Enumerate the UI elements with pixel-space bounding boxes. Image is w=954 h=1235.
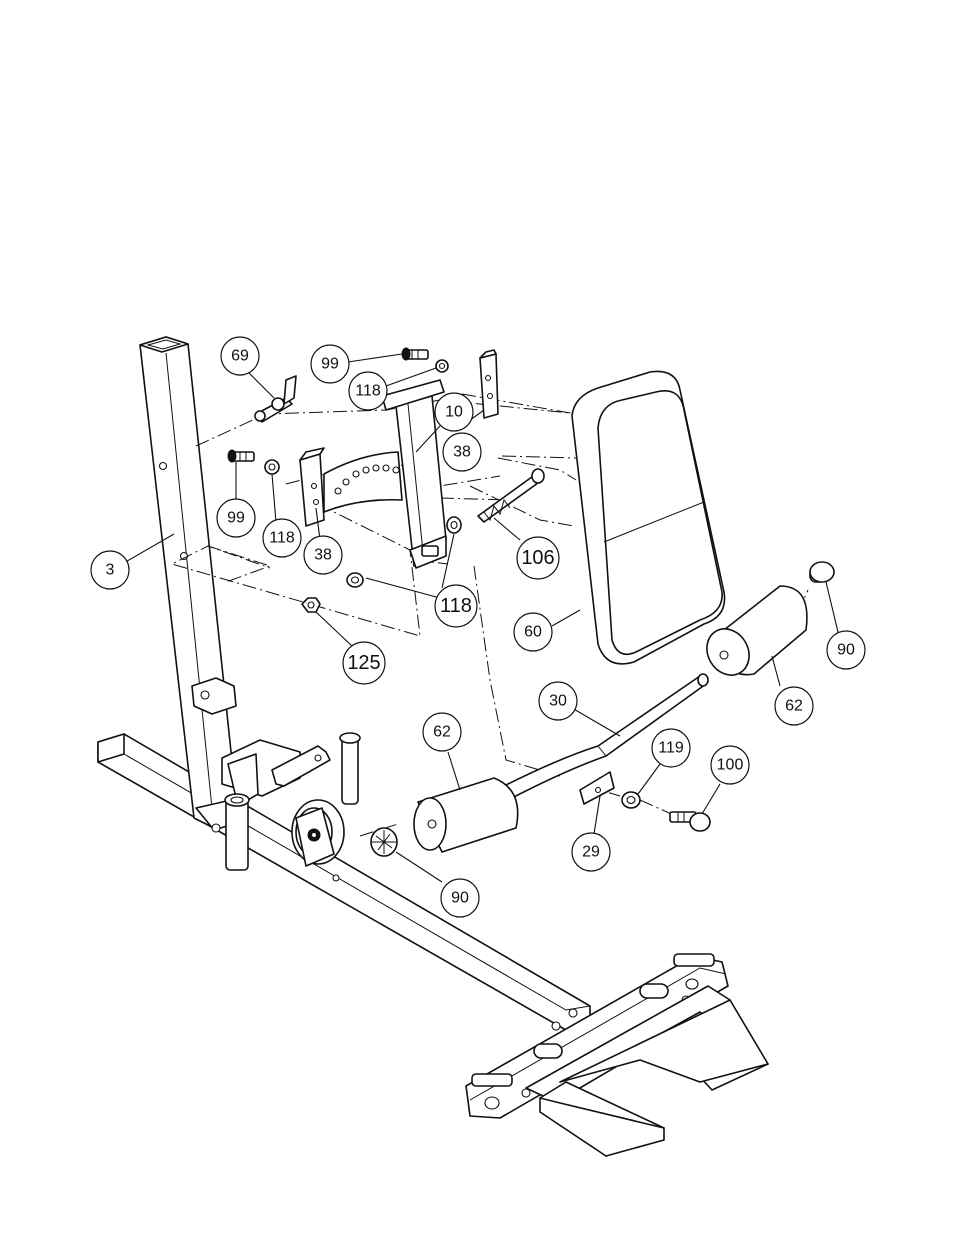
- callout-62-left: 62: [422, 712, 462, 752]
- leg-tube-part-30: [503, 673, 709, 801]
- leader-lines: [121, 353, 839, 883]
- svg-text:100: 100: [717, 757, 744, 774]
- callout-118-left: 118: [262, 518, 302, 558]
- callout-30: 30: [538, 681, 578, 721]
- bolt-part-100: [669, 811, 711, 832]
- callout-38-right: 38: [442, 432, 482, 472]
- washer-part-118-lower: [346, 572, 364, 588]
- callout-118-center: 118: [434, 584, 478, 628]
- svg-text:30: 30: [549, 693, 567, 710]
- back-pad-part-60: [571, 370, 726, 665]
- washer-part-118-left: [264, 459, 280, 475]
- svg-text:119: 119: [658, 740, 684, 757]
- seat-back-frame-part-10: [381, 379, 447, 569]
- end-cap-part-90-right: [809, 561, 835, 583]
- svg-text:99: 99: [321, 356, 339, 373]
- svg-text:29: 29: [582, 844, 600, 861]
- bracket-part-38-left: [299, 447, 325, 527]
- svg-text:3: 3: [106, 562, 115, 579]
- callout-106: 106: [516, 536, 560, 580]
- svg-text:106: 106: [521, 547, 554, 569]
- svg-text:62: 62: [433, 724, 451, 741]
- roller-pad-part-62-right: [706, 585, 808, 676]
- bolt-part-99-top: [401, 347, 429, 361]
- svg-text:118: 118: [355, 383, 381, 400]
- callout-38-left: 38: [303, 535, 343, 575]
- adjustment-plate: [323, 451, 403, 513]
- callout-29: 29: [571, 832, 611, 872]
- svg-text:10: 10: [445, 404, 463, 421]
- washer-part-118-top: [435, 359, 449, 373]
- callout-3: 3: [90, 550, 130, 590]
- seat-bracket: [221, 732, 361, 871]
- svg-text:90: 90: [451, 890, 469, 907]
- pop-pin-part-69: [254, 375, 297, 423]
- callout-119: 119: [651, 728, 691, 768]
- callout-100: 100: [710, 745, 750, 785]
- svg-text:62: 62: [785, 698, 803, 715]
- callout-69: 69: [220, 336, 260, 376]
- callout-90-left: 90: [440, 878, 480, 918]
- foot-plate: [525, 985, 769, 1157]
- callout-10: 10: [434, 392, 474, 432]
- front-base-crossbar: [465, 953, 729, 1119]
- callout-62-right: 62: [774, 686, 814, 726]
- pulley-wheel: [291, 799, 345, 867]
- svg-text:99: 99: [227, 510, 245, 527]
- callout-99-top: 99: [310, 344, 350, 384]
- svg-text:90: 90: [837, 642, 855, 659]
- callout-125: 125: [342, 641, 386, 685]
- nut-part-125: [301, 597, 321, 613]
- svg-text:125: 125: [347, 652, 380, 674]
- bolt-part-99-left: [227, 449, 255, 463]
- svg-text:118: 118: [440, 595, 472, 617]
- callout-90-right: 90: [826, 630, 866, 670]
- svg-text:38: 38: [453, 444, 471, 461]
- svg-text:38: 38: [314, 547, 332, 564]
- callout-60: 60: [513, 612, 553, 652]
- long-bolt-part-106: [477, 468, 545, 523]
- end-cap-part-90-left: [370, 827, 398, 857]
- washer-part-119: [621, 791, 641, 809]
- roller-pad-part-62-left: [413, 777, 519, 853]
- washer-part-118-center: [446, 516, 462, 534]
- svg-text:60: 60: [524, 624, 542, 641]
- svg-text:118: 118: [269, 530, 295, 547]
- upright-post-part-3: [139, 336, 241, 833]
- bracket-part-38-right: [479, 349, 499, 419]
- callout-99-left: 99: [216, 498, 256, 538]
- callout-118-top: 118: [348, 371, 388, 411]
- svg-text:69: 69: [231, 348, 249, 365]
- clamp-part-29: [579, 771, 615, 805]
